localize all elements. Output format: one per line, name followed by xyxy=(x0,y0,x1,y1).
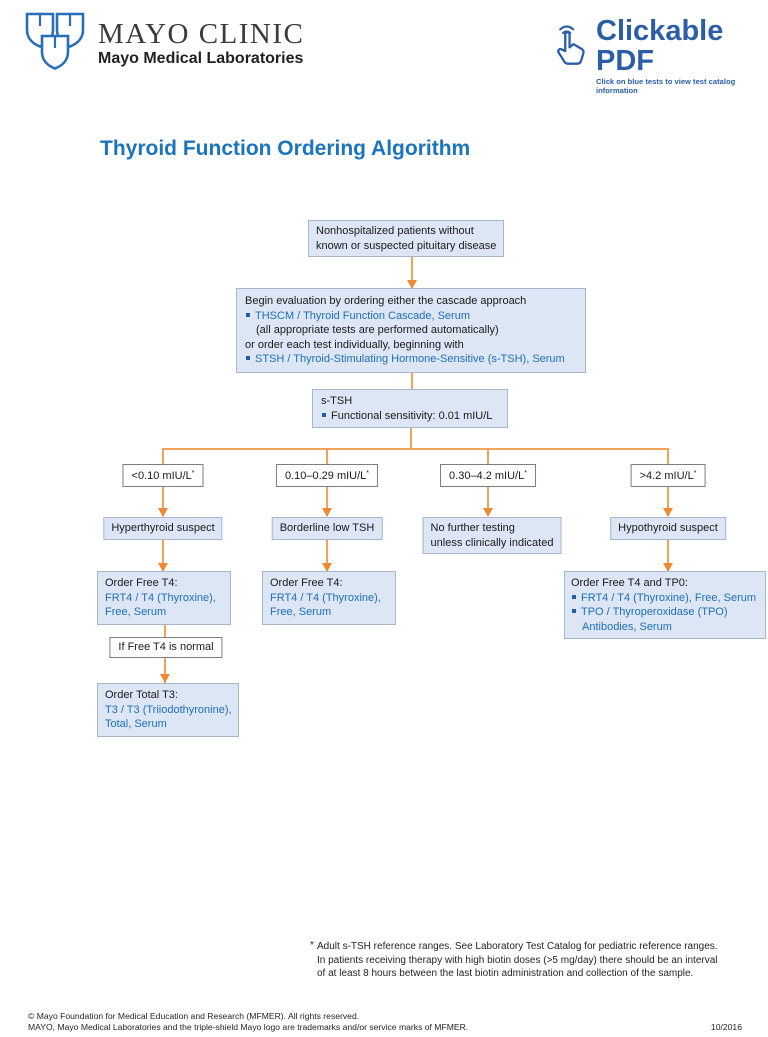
bullet-square-icon xyxy=(322,412,326,417)
order-box-total-t3: Order Total T3: T3 / T3 (Triiodothyronin… xyxy=(97,683,239,737)
order-title: Order Free T4: xyxy=(270,577,343,589)
asterisk: * xyxy=(693,470,697,477)
no-further-line2: unless clinically indicated xyxy=(430,536,554,549)
arrow-down-icon xyxy=(407,280,417,289)
asterisk: * xyxy=(191,470,195,477)
clickable-pdf-badge: Clickable PDF Click on blue tests to vie… xyxy=(552,16,762,95)
connector-line xyxy=(411,256,413,282)
clickable-pdf-title: Clickable PDF xyxy=(596,15,724,77)
range-label: <0.10 mIU/L xyxy=(131,470,192,482)
start-box: Nonhospitalized patients without known o… xyxy=(308,220,505,257)
footer: © Mayo Foundation for Medical Education … xyxy=(28,1011,468,1033)
range-box-2: 0.10–0.29 mIU/L* xyxy=(275,464,379,487)
click-hand-icon xyxy=(552,20,590,66)
arrow-down-icon xyxy=(158,508,168,517)
test-link-t3-cont[interactable]: Total, Serum xyxy=(105,718,167,730)
range-box-4: >4.2 mIU/L* xyxy=(630,464,706,487)
begin-line2: (all appropriate tests are performed aut… xyxy=(256,324,499,336)
asterisk: * xyxy=(366,470,370,477)
stsh-title: s-TSH xyxy=(321,395,353,407)
footer-line1: © Mayo Foundation for Medical Education … xyxy=(28,1011,360,1021)
arrow-down-icon xyxy=(663,563,673,572)
clickable-pdf-subtitle: Click on blue tests to view test catalog… xyxy=(596,77,736,95)
bullet-square-icon xyxy=(246,312,250,317)
order-title: Order Free T4 and TP0: xyxy=(571,577,688,589)
footnote-line1: Adult s-TSH reference ranges. See Labora… xyxy=(317,941,718,952)
footer-line2: MAYO, Mayo Medical Laboratories and the … xyxy=(28,1022,469,1032)
connector-line xyxy=(164,658,166,683)
stsh-box: s-TSH Functional sensitivity: 0.01 mIU/L xyxy=(312,389,508,428)
connector-line xyxy=(164,622,166,637)
stsh-sensitivity: Functional sensitivity: 0.01 mIU/L xyxy=(331,409,493,422)
asterisk: * xyxy=(524,470,527,477)
order-box-free-t4-1: Order Free T4: FRT4 / T4 (Thyroxine), Fr… xyxy=(97,571,231,625)
order-title: Order Free T4: xyxy=(105,577,178,589)
begin-evaluation-box: Begin evaluation by ordering either the … xyxy=(236,288,586,373)
footnote-line2: In patients receiving therapy with high … xyxy=(317,954,718,966)
start-line2: known or suspected pituitary disease xyxy=(316,239,497,252)
test-link-frt4[interactable]: FRT4 / T4 (Thyroxine), xyxy=(105,591,216,604)
range-label: 0.30–4.2 mIU/L xyxy=(449,470,525,482)
begin-line3: or order each test individually, beginni… xyxy=(245,338,464,351)
mayo-triple-shield-logo-icon xyxy=(24,10,86,76)
suspect-box-borderline: Borderline low TSH xyxy=(271,517,383,540)
suspect-box-hyperthyroid: Hyperthyroid suspect xyxy=(103,517,223,540)
connector-line xyxy=(326,540,328,571)
order-box-free-t4-tpo: Order Free T4 and TP0: FRT4 / T4 (Thyrox… xyxy=(564,571,766,639)
start-line1: Nonhospitalized patients without xyxy=(316,225,474,237)
begin-line1: Begin evaluation by ordering either the … xyxy=(245,295,527,307)
connector-line xyxy=(667,540,669,571)
footer-date: 10/2016 xyxy=(710,1022,742,1032)
bullet-square-icon xyxy=(572,594,576,599)
test-link-frt4-cont[interactable]: Free, Serum xyxy=(105,606,167,618)
range-label: >4.2 mIU/L xyxy=(639,470,694,482)
suspect-box-hypothyroid: Hypothyroid suspect xyxy=(610,517,726,540)
footnote: * Adult s-TSH reference ranges. See Labo… xyxy=(310,940,768,981)
range-box-3: 0.30–4.2 mIU/L* xyxy=(440,464,536,487)
page-title: Thyroid Function Ordering Algorithm xyxy=(100,137,471,160)
bullet-square-icon xyxy=(246,356,250,361)
arrow-down-icon xyxy=(322,508,332,517)
arrow-down-icon xyxy=(322,563,332,572)
connector-line xyxy=(410,427,412,448)
bullet-square-icon xyxy=(572,609,576,614)
arrow-down-icon xyxy=(663,508,673,517)
no-further-testing-box: No further testing unless clinically ind… xyxy=(422,517,562,554)
branch-bar-line xyxy=(162,448,669,450)
footnote-line3: of at least 8 hours between the last bio… xyxy=(317,968,694,979)
footnote-asterisk: * xyxy=(310,940,314,951)
test-link-frt4[interactable]: FRT4 / T4 (Thyroxine), Free, Serum xyxy=(581,591,757,604)
if-free-t4-normal-box: If Free T4 is normal xyxy=(109,637,223,658)
range-label: 0.10–0.29 mIU/L xyxy=(284,470,367,482)
connector-line xyxy=(411,364,413,389)
range-box-1: <0.10 mIU/L* xyxy=(122,464,204,487)
arrow-down-icon xyxy=(483,508,493,517)
no-further-line1: No further testing xyxy=(430,522,515,534)
arrow-down-icon xyxy=(158,563,168,572)
brand-subtitle: Mayo Medical Laboratories xyxy=(98,50,304,67)
test-link-tpo[interactable]: TPO / Thyroperoxidase (TPO) xyxy=(581,606,728,618)
arrow-down-icon xyxy=(160,674,170,683)
order-title: Order Total T3: xyxy=(105,689,178,701)
test-link-thscm[interactable]: THSCM / Thyroid Function Cascade, Serum xyxy=(255,309,470,322)
test-link-t3[interactable]: T3 / T3 (Triiodothyronine), xyxy=(105,703,232,716)
test-link-tpo-cont[interactable]: Antibodies, Serum xyxy=(582,620,672,633)
connector-line xyxy=(162,540,164,571)
order-box-free-t4-2: Order Free T4: FRT4 / T4 (Thyroxine), Fr… xyxy=(262,571,396,625)
test-link-stsh[interactable]: STSH / Thyroid-Stimulating Hormone-Sensi… xyxy=(255,353,565,365)
test-link-frt4[interactable]: FRT4 / T4 (Thyroxine), xyxy=(270,591,381,604)
brand-name: MAYO CLINIC xyxy=(98,18,305,50)
test-link-frt4-cont[interactable]: Free, Serum xyxy=(270,606,332,618)
